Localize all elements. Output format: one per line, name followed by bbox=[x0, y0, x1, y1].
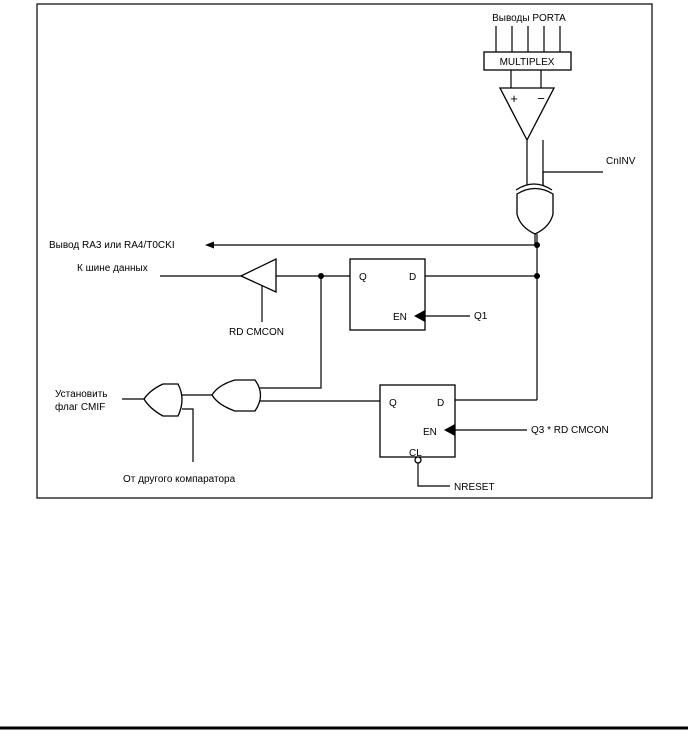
latch2-cl-label: CL bbox=[409, 448, 422, 459]
set-flag-line2: флаг CMIF bbox=[55, 401, 105, 413]
latch2-q-label: Q bbox=[389, 398, 397, 409]
porta-label: Выводы PORTA bbox=[492, 13, 566, 24]
xor-gate-inversion bbox=[515, 183, 554, 235]
latch1-en-label: EN bbox=[393, 312, 407, 323]
porta-pins bbox=[495, 26, 561, 52]
ra-output-label: Вывод RA3 или RA4/T0CKI bbox=[49, 240, 175, 251]
multiplex-label: MULTIPLEX bbox=[500, 57, 555, 68]
other-comparator-label: От другого компаратора bbox=[123, 474, 236, 485]
plus-sign: + bbox=[510, 91, 518, 106]
ra-output-arrow bbox=[205, 241, 214, 249]
cninv-label: CnINV bbox=[606, 156, 636, 167]
tristate-buffer bbox=[239, 257, 277, 294]
latch-1 bbox=[349, 258, 426, 331]
comparator-symbol bbox=[498, 87, 556, 142]
set-flag-line1: Установить bbox=[55, 389, 108, 400]
latch1-d-label: D bbox=[409, 272, 416, 283]
latch1-en-arrow bbox=[414, 310, 425, 322]
latch2-cl-signal: NRESET bbox=[454, 482, 495, 493]
rd-cmcon-label: RD CMCON bbox=[229, 327, 284, 338]
latch2-d-label: D bbox=[437, 398, 444, 409]
multiplex-block bbox=[483, 51, 572, 71]
minus-sign: − bbox=[537, 91, 545, 106]
latch2-en-signal: Q3 * RD CMCON bbox=[531, 425, 609, 436]
latch2-en-label: EN bbox=[423, 427, 437, 438]
cl-inversion-bubble bbox=[414, 456, 422, 464]
databus-label: К шине данных bbox=[77, 263, 148, 274]
latch1-q-label: Q bbox=[359, 272, 367, 283]
latch1-en-signal: Q1 bbox=[474, 311, 488, 322]
or-gate bbox=[143, 383, 183, 417]
latch-2 bbox=[379, 384, 456, 458]
latch2-en-arrow bbox=[444, 424, 455, 436]
xor-gate-compare bbox=[211, 379, 262, 412]
diagram-frame bbox=[36, 3, 653, 499]
